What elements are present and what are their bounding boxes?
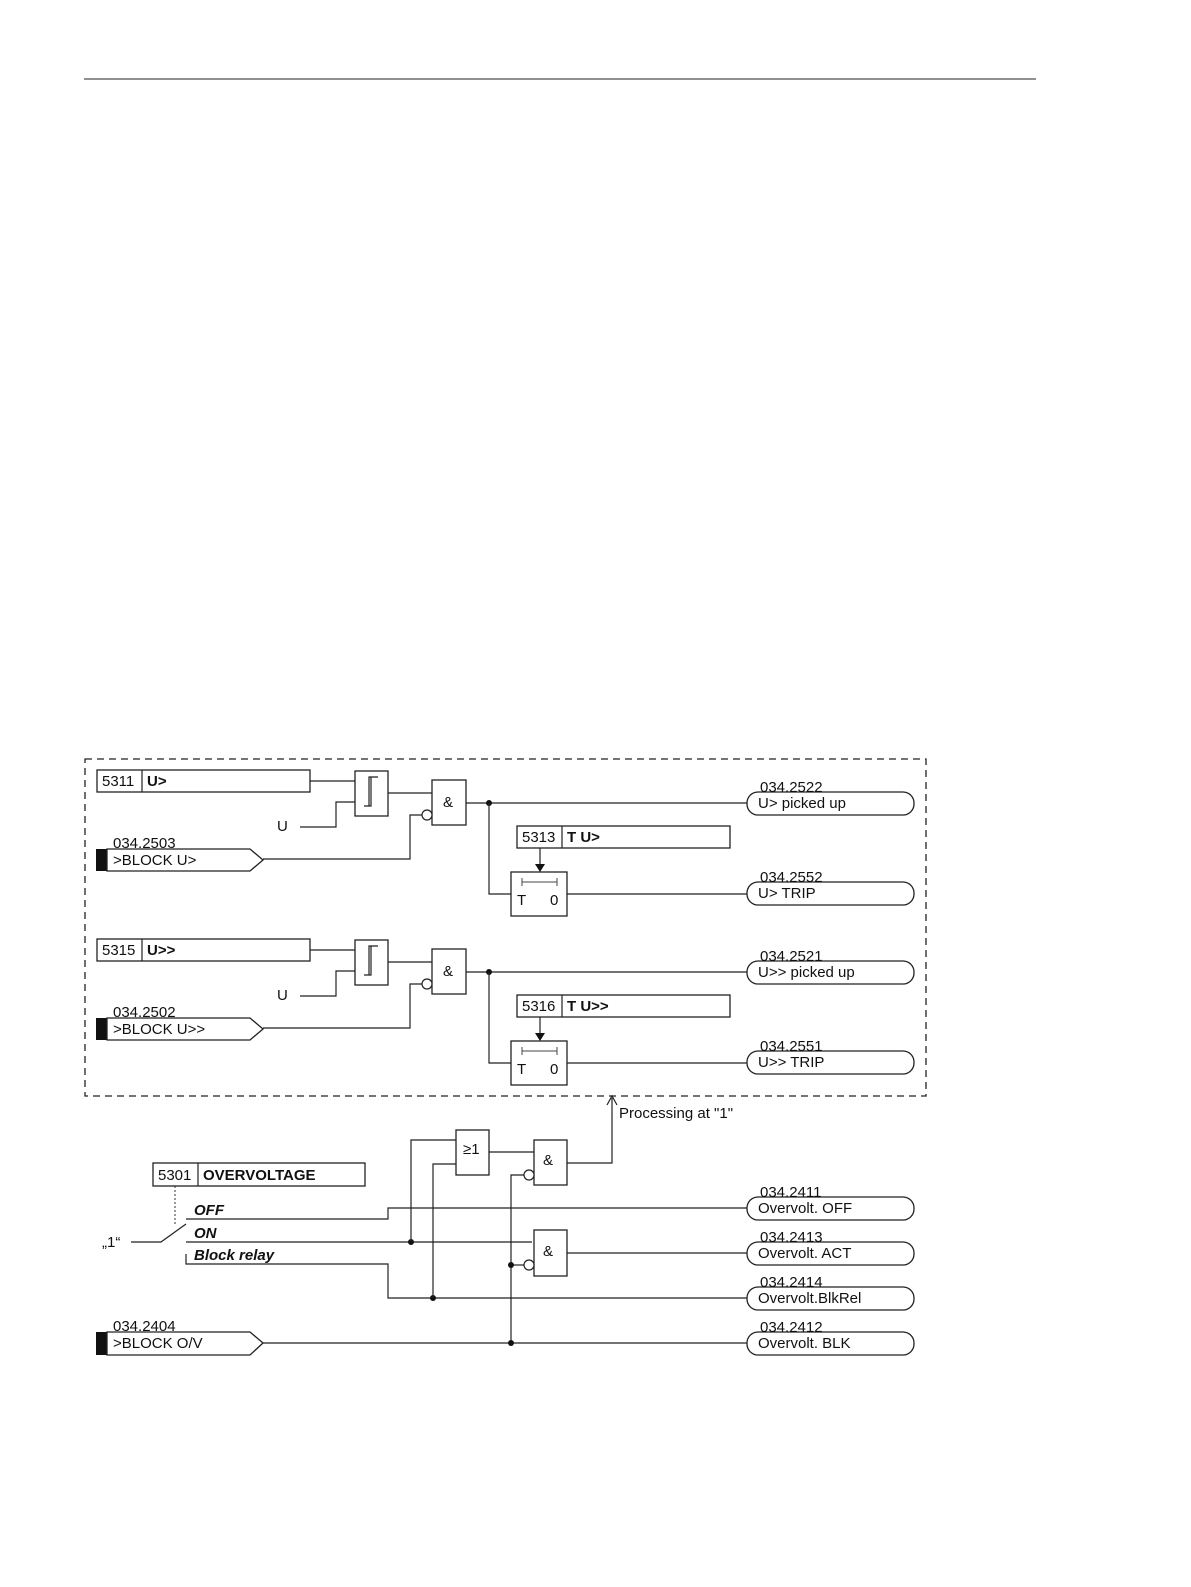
timer-0: 0 — [550, 892, 558, 909]
setting-box-5313[interactable] — [516, 825, 731, 849]
setting-box-5316[interactable] — [516, 994, 731, 1018]
timer-t: T — [517, 892, 526, 909]
block-input-id: 034.2502 — [113, 1004, 176, 1021]
block-input-id: 034.2404 — [113, 1318, 176, 1335]
inverter-bubble — [421, 978, 433, 990]
and-gate-enable — [533, 1139, 568, 1186]
block-input-ov[interactable] — [106, 1331, 264, 1356]
output-id: 034.2413 — [760, 1229, 823, 1246]
measured-u: U — [277, 818, 288, 835]
setting-name: U> — [147, 773, 167, 790]
output-u2-pickup[interactable] — [746, 960, 915, 985]
timer-0: 0 — [550, 1061, 558, 1078]
inverter-bubble — [421, 809, 433, 821]
stage1: 5311 U> U & 034.2503 >BLOCK U> 5313 T U> — [96, 769, 915, 917]
timer-setting-id: 5313 — [522, 829, 555, 846]
timer-block — [510, 871, 568, 917]
and-gate-label: & — [543, 1243, 553, 1260]
block-input-id: 034.2503 — [113, 835, 176, 852]
output-id: 034.2552 — [760, 869, 823, 886]
output-label: Overvolt.BlkRel — [758, 1290, 861, 1307]
stage-enclosure — [84, 758, 927, 1097]
timer-setting-id: 5316 — [522, 998, 555, 1015]
block-input-label: >BLOCK U> — [113, 852, 197, 869]
arrow-down-icon — [535, 864, 545, 872]
arrow-up-icon — [606, 1094, 618, 1106]
stage2: 5315 U>> U & 034.2502 >BLOCK U>> 5316 T … — [96, 938, 915, 1086]
setting-box-5301[interactable] — [152, 1162, 366, 1187]
or-gate-label: ≥1 — [463, 1141, 480, 1158]
output-label: Overvolt. BLK — [758, 1335, 851, 1352]
output-id: 034.2521 — [760, 948, 823, 965]
option-block-relay: Block relay — [194, 1247, 275, 1264]
output-id: 034.2551 — [760, 1038, 823, 1055]
block-input-label: >BLOCK O/V — [113, 1335, 203, 1352]
junction — [508, 1262, 514, 1268]
output-u2-trip[interactable] — [746, 1050, 915, 1075]
output-overvolt-blk[interactable] — [746, 1331, 915, 1356]
output-overvolt-blkrel[interactable] — [746, 1286, 915, 1311]
output-id: 034.2411 — [760, 1184, 821, 1201]
output-u1-trip[interactable] — [746, 881, 915, 906]
output-u1-pickup[interactable] — [746, 791, 915, 816]
or-gate — [455, 1129, 490, 1176]
output-id: 034.2414 — [760, 1274, 823, 1291]
block-input-u2[interactable] — [106, 1017, 265, 1041]
and-gate-label: & — [543, 1152, 553, 1169]
output-label: Overvolt. ACT — [758, 1245, 851, 1262]
block-input-u1[interactable] — [106, 848, 265, 872]
and-gate-label: & — [443, 963, 453, 980]
and-gate-active — [533, 1229, 568, 1277]
setting-id: 5315 — [102, 942, 135, 959]
timer-setting-name: T U>> — [567, 998, 609, 1015]
input-marker — [96, 1018, 107, 1040]
inverter-bubble — [523, 1259, 535, 1271]
input-marker — [96, 1332, 107, 1355]
output-label: Overvolt. OFF — [758, 1200, 852, 1217]
output-label: U>> TRIP — [758, 1054, 824, 1071]
and-gate-label: & — [443, 794, 453, 811]
setting-name: OVERVOLTAGE — [203, 1167, 316, 1184]
output-id: 034.2412 — [760, 1319, 823, 1336]
block-input-label: >BLOCK U>> — [113, 1021, 205, 1038]
measured-u: U — [277, 987, 288, 1004]
output-overvolt-act[interactable] — [746, 1241, 915, 1266]
arrow-down-icon — [535, 1033, 545, 1041]
timer-t: T — [517, 1061, 526, 1078]
junction — [508, 1340, 514, 1346]
setting-id: 5301 — [158, 1167, 191, 1184]
setting-name: U>> — [147, 942, 176, 959]
output-overvolt-off[interactable] — [746, 1196, 915, 1221]
and-gate — [431, 948, 467, 995]
inverter-bubble — [523, 1169, 535, 1181]
hysteresis-icon — [364, 945, 378, 976]
output-id: 034.2522 — [760, 779, 823, 796]
option-off: OFF — [194, 1202, 225, 1219]
processing-label: Processing at "1" — [619, 1105, 733, 1122]
output-label: U> TRIP — [758, 885, 816, 902]
output-label: U>> picked up — [758, 964, 855, 981]
output-label: U> picked up — [758, 795, 846, 812]
input-marker — [96, 849, 107, 871]
hysteresis-icon — [364, 776, 378, 807]
switch-input: „1“ — [102, 1234, 120, 1251]
timer-setting-name: T U> — [567, 829, 600, 846]
setting-id: 5311 — [102, 773, 134, 790]
option-on: ON — [194, 1225, 218, 1242]
control-logic: Processing at "1" 5301 OVERVOLTAGE „1“ O… — [96, 1094, 915, 1356]
